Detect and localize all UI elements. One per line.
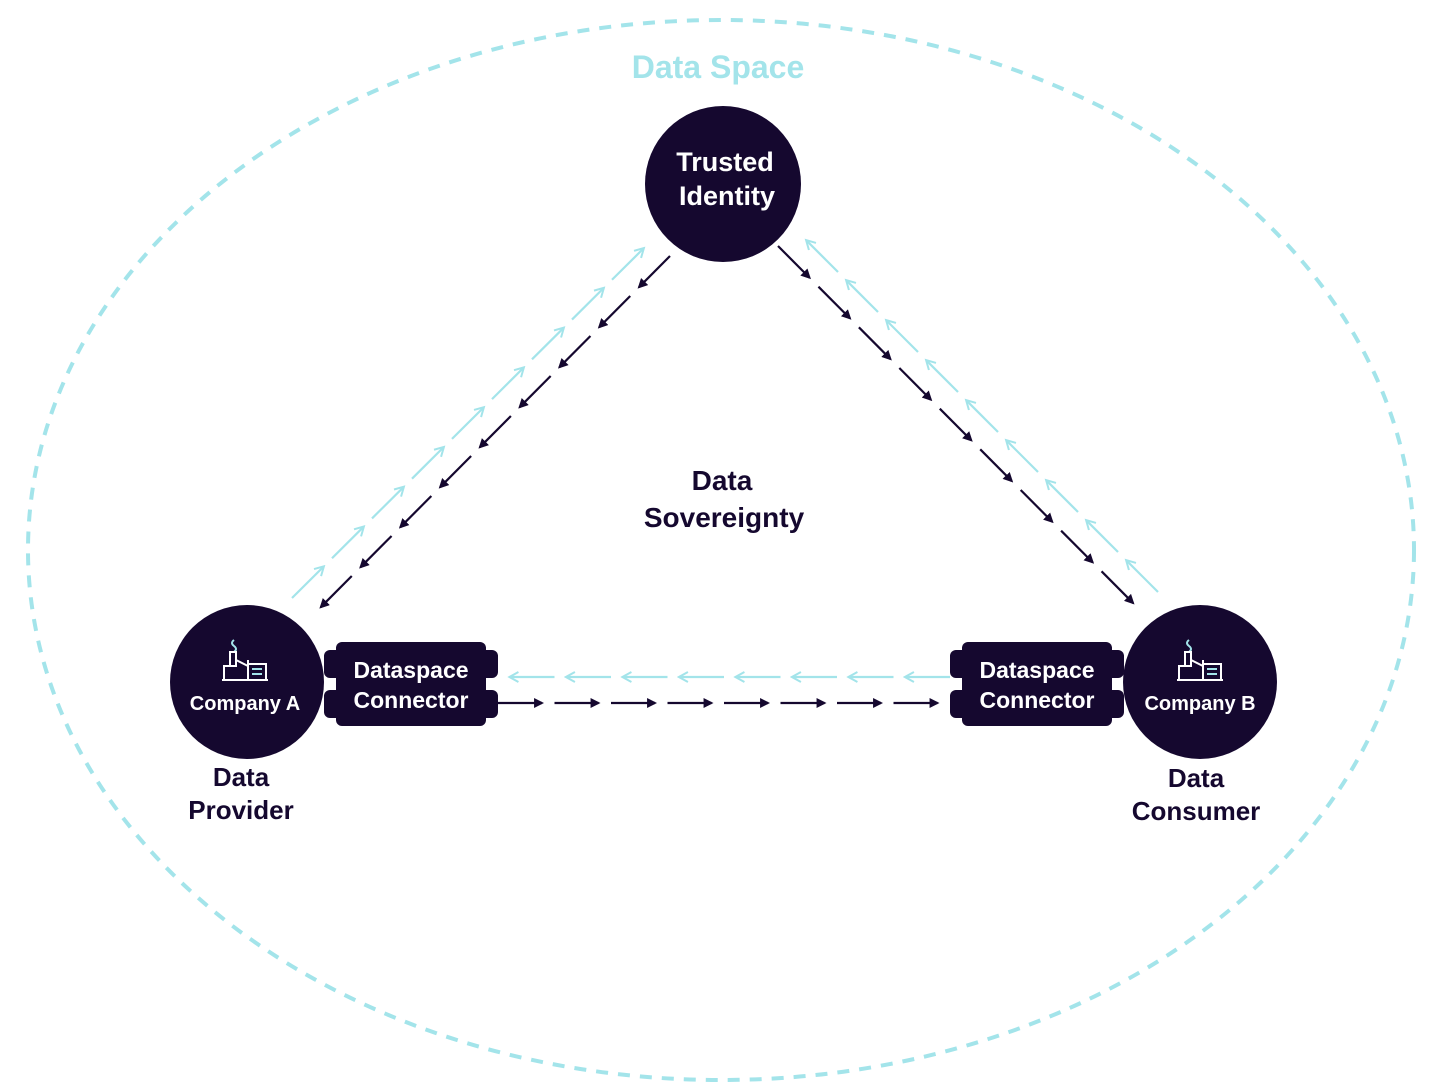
data-sovereignty-label-line2: Sovereignty <box>644 502 805 533</box>
flow-arrow-segment <box>558 335 592 369</box>
flow-arrow-segment <box>1060 529 1095 564</box>
flow-arrow-segment <box>1087 521 1119 553</box>
flow-company-a-to-trusted-identity <box>291 249 643 599</box>
flow-arrow-segment <box>491 368 523 400</box>
flow-arrow-segment <box>938 407 973 442</box>
flow-arrow-segment <box>1007 441 1039 473</box>
flow-arrow-segment <box>531 328 563 361</box>
flow-arrow-segment <box>291 567 323 599</box>
flow-arrow-segment <box>777 245 811 280</box>
company-b-role-line2: Consumer <box>1132 796 1261 826</box>
company-a-role-line2: Provider <box>188 795 294 825</box>
flow-arrow-segment <box>371 487 403 520</box>
flow-arrow-segment <box>478 415 512 449</box>
flow-arrow-segment <box>847 281 879 313</box>
company-a-connector[interactable]: Dataspace Connector <box>324 642 498 726</box>
factory-icon <box>222 639 268 681</box>
company-b-connector-label-line2: Connector <box>980 687 1095 713</box>
flow-arrow-segment <box>571 289 603 321</box>
flow-arrow-segment <box>331 527 363 560</box>
flow-arrow-segment <box>597 295 632 329</box>
company-a-node[interactable]: Company A <box>170 605 324 759</box>
flow-arrow-segment <box>858 326 892 361</box>
trusted-identity-label-line1: Trusted <box>676 147 774 177</box>
data-space-title: Data Space <box>632 49 805 85</box>
flow-company-b-to-trusted-identity <box>807 241 1159 593</box>
flow-arrow-segment <box>611 249 643 281</box>
flow-arrow-segment <box>817 285 852 320</box>
flow-arrow-segment <box>887 321 919 353</box>
flow-arrow-segment <box>1047 481 1079 513</box>
flow-arrow-segment <box>1019 489 1054 524</box>
flow-arrow-segment <box>898 367 933 402</box>
flow-trusted-identity-to-company-b <box>777 245 1135 605</box>
flow-arrow-segment <box>438 455 472 489</box>
flow-arrow-segment <box>979 448 1014 483</box>
flow-arrow-segment <box>807 241 839 273</box>
flow-arrows <box>291 241 1159 708</box>
flow-arrow-segment <box>927 361 959 393</box>
data-space-boundary <box>26 18 1416 1082</box>
flow-arrow-segment <box>967 401 999 433</box>
company-b-connector[interactable]: Dataspace Connector <box>950 642 1124 726</box>
flow-arrow-segment <box>1100 570 1135 605</box>
company-a-connector-label-line2: Connector <box>354 687 469 713</box>
company-a-label: Company A <box>190 693 300 715</box>
flow-arrow-segment <box>411 448 443 480</box>
flow-arrow-segment <box>359 535 393 569</box>
flow-arrow-segment <box>319 575 353 609</box>
trusted-identity-node[interactable]: Trusted Identity <box>645 106 801 262</box>
company-b-node[interactable]: Company B <box>1123 605 1277 759</box>
flow-arrow-segment <box>451 408 483 440</box>
factory-icon <box>1177 639 1223 681</box>
flow-arrow-segment <box>637 255 671 289</box>
company-b-label: Company B <box>1144 693 1255 715</box>
company-a-role-line1: Data <box>213 762 270 792</box>
flow-trusted-identity-to-company-a <box>319 255 671 609</box>
flow-arrow-segment <box>1127 561 1159 593</box>
data-sovereignty-label-line1: Data <box>692 465 753 496</box>
flow-arrow-segment <box>398 495 433 529</box>
flow-arrow-segment <box>518 375 552 409</box>
company-b-connector-label-line1: Dataspace <box>979 657 1094 683</box>
company-b-role-line1: Data <box>1168 763 1225 793</box>
trusted-identity-label-line2: Identity <box>679 181 775 211</box>
company-a-connector-label-line1: Dataspace <box>353 657 468 683</box>
